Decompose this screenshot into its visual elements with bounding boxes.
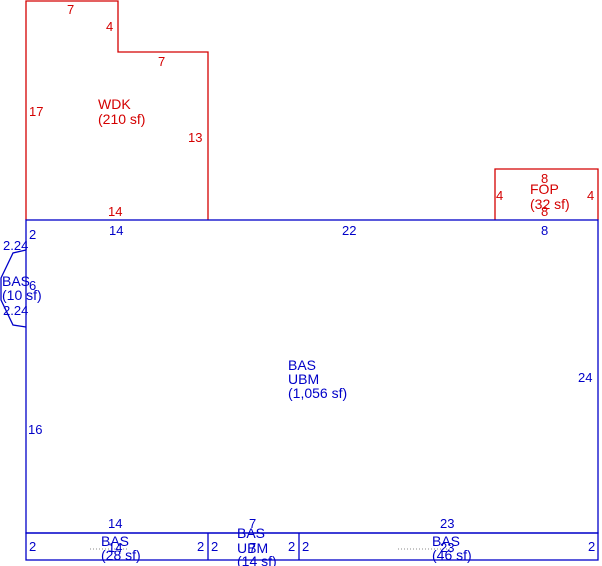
fop-right-dim: 4 [587,188,594,203]
bas-left-code-label: BAS [2,273,30,289]
bottom-right-bottom-dim: 23 [440,540,454,555]
bas-main-code-label: BAS [288,357,316,373]
bas-bottom-left-area-label: (28 sf) [101,547,141,563]
bas-bottom-right-code-label: BAS [432,533,460,549]
left-top-dim: 2.24 [3,238,28,253]
fop-top-dim: 8 [541,171,548,186]
wdk-area-label: (210 sf) [98,111,145,127]
fop-bottom-dim: 8 [541,204,548,219]
left-bottom-dim: 2.24 [3,303,28,318]
fop-code-label: FOP [530,181,559,197]
main-top-left-dim: 14 [109,223,123,238]
bottom-mid-r-dim: 2 [288,539,295,554]
bas-main-sub-label: UBM [288,371,319,387]
main-top-right-dim: 8 [541,223,548,238]
main-right-dim: 24 [578,370,592,385]
bas-left-area-label: (10 sf) [2,287,42,303]
main-top-mid-dim: 22 [342,223,356,238]
bottom-left-bottom-dim: 14 [108,540,122,555]
bottom-right-top-dim: 23 [440,516,454,531]
bas-bottom-mid-code-label: BAS [237,525,265,541]
bas-bottom-mid-area-label: (14 sf) [237,553,277,566]
wdk-step-h-dim: 7 [158,54,165,69]
bas-left-outline [0,249,27,328]
bottom-right-r-dim: 2 [588,539,595,554]
main-left-dim: 16 [28,422,42,437]
wdk-right-dim: 13 [188,130,202,145]
wdk-step-v-dim: 4 [106,19,113,34]
wdk-code-label: WDK [98,96,131,112]
bottom-mid-top-dim: 7 [249,516,256,531]
bas-bottom-left-code-label: BAS [101,533,129,549]
bottom-right-l-dim: 2 [302,539,309,554]
bas-bottom-right-area-label: (46 sf) [432,547,472,563]
bas-bottom-mid-sub-label: UBM [237,540,268,556]
bottom-left-top-dim: 14 [108,516,122,531]
wdk-left-dim: 17 [29,104,43,119]
wdk-outline [25,0,209,220]
bottom-mid-bottom-dim: 7 [249,540,256,555]
wdk-bottom-dim: 14 [108,204,122,219]
fop-outline [494,168,599,220]
bottom-mid-l-dim: 2 [211,539,218,554]
left-inner-dim: 6 [29,278,36,293]
fop-left-dim: 4 [496,188,503,203]
bottom-left-r-dim: 2 [197,539,204,554]
fop-area-label: (32 sf) [530,196,570,212]
bas-main-area-label: (1,056 sf) [288,385,347,401]
bas-bottom-strip-outline [25,532,599,561]
bottom-left-l-dim: 2 [29,539,36,554]
wdk-top-dim: 7 [67,2,74,17]
main-corner-dim: 2 [29,227,36,242]
